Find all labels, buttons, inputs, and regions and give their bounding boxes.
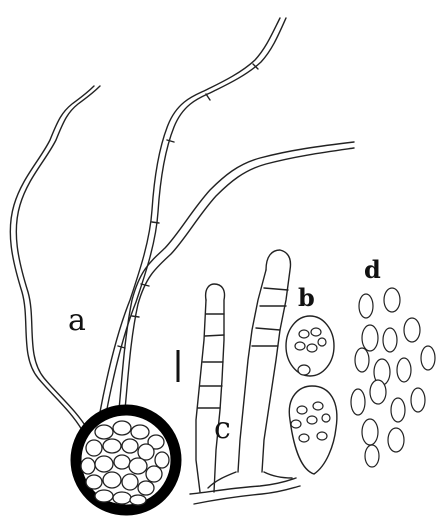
label-d: d	[364, 258, 381, 282]
label-b: b	[298, 286, 315, 310]
label-c: c	[214, 414, 231, 444]
label-a: a	[68, 306, 86, 336]
panel-b-asci	[286, 316, 337, 474]
panel-c-hyphae	[190, 250, 300, 504]
panel-d-spores	[351, 288, 435, 467]
